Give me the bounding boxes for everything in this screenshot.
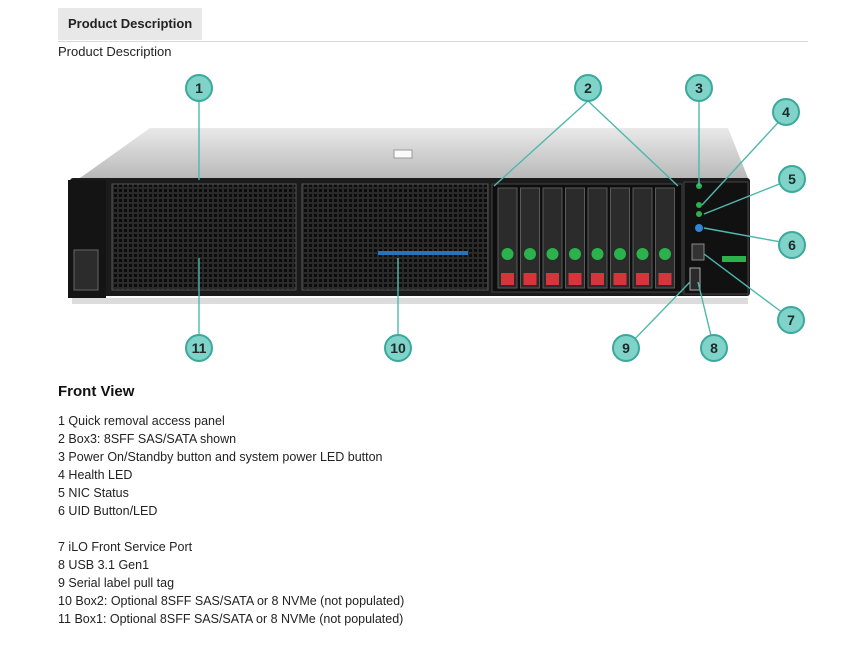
feature-item: 8 USB 3.1 Gen1 xyxy=(58,558,150,572)
section-subtitle: Product Description xyxy=(58,44,172,59)
callout-5: 5 xyxy=(778,165,806,193)
svg-text:8: 8 xyxy=(710,340,718,356)
drive-carrier xyxy=(587,187,608,289)
front-view-feature-list: 1 Quick removal access panel 2 Box3: 8SF… xyxy=(58,412,418,628)
chassis-lid xyxy=(80,128,748,178)
svg-text:2: 2 xyxy=(584,80,592,96)
box2-grill xyxy=(301,183,489,291)
uid-button xyxy=(695,224,703,232)
ilo-service-port xyxy=(691,243,705,261)
callout-4: 4 xyxy=(772,98,800,126)
callout-2: 2 xyxy=(574,74,602,102)
svg-text:7: 7 xyxy=(787,312,795,328)
svg-text:11: 11 xyxy=(192,340,207,356)
nic-status-led xyxy=(696,211,702,217)
callout-6: 6 xyxy=(778,231,806,259)
feature-item: 7 iLO Front Service Port xyxy=(58,540,193,554)
svg-text:3: 3 xyxy=(695,80,703,96)
feature-item: 2 Box3: 8SFF SAS/SATA shown xyxy=(58,432,237,446)
front-view-heading: Front View xyxy=(58,383,135,400)
feature-item: 9 Serial label pull tag xyxy=(58,576,175,590)
callout-1: 1 xyxy=(185,74,213,102)
callout-3: 3 xyxy=(685,74,713,102)
drive-carrier xyxy=(542,187,563,289)
server-front-diagram: 1 2 3 4 5 6 7 8 9 10 11 xyxy=(58,68,818,368)
chassis-base xyxy=(72,298,748,304)
svg-text:4: 4 xyxy=(782,104,790,120)
box1-grill xyxy=(111,183,297,291)
feature-item: 10 Box2: Optional 8SFF SAS/SATA or 8 NVM… xyxy=(58,594,405,608)
usb-port xyxy=(689,267,701,291)
drive-carrier xyxy=(632,187,653,289)
callout-7: 7 xyxy=(777,306,805,334)
tab-bar: Product Description xyxy=(58,8,808,42)
health-led xyxy=(696,202,702,208)
feature-item: 1 Quick removal access panel xyxy=(58,414,225,428)
hpe-logo-bar xyxy=(722,256,746,262)
drive-carrier xyxy=(610,187,630,289)
drive-carrier xyxy=(565,187,585,289)
callout-11: 11 xyxy=(185,334,213,362)
svg-text:9: 9 xyxy=(622,340,630,356)
svg-text:10: 10 xyxy=(390,340,406,356)
lid-latch xyxy=(393,149,413,159)
product-label xyxy=(73,249,99,291)
callout-8: 8 xyxy=(700,334,728,362)
tab-product-description[interactable]: Product Description xyxy=(58,8,203,40)
svg-text:6: 6 xyxy=(788,237,796,253)
feature-item: 4 Health LED xyxy=(58,468,133,482)
drive-carrier xyxy=(497,187,518,289)
box2-blue-stripe xyxy=(378,251,468,255)
svg-text:1: 1 xyxy=(195,80,203,96)
server-illustration: 1 2 3 4 5 6 7 8 9 10 11 xyxy=(68,74,806,362)
drive-slots xyxy=(497,187,675,289)
drive-carrier xyxy=(520,187,540,289)
drive-carrier xyxy=(655,187,675,289)
callout-leaders xyxy=(198,100,793,349)
feature-item: 5 NIC Status xyxy=(58,486,129,500)
svg-text:5: 5 xyxy=(788,171,796,187)
feature-item: 3 Power On/Standby button and system pow… xyxy=(58,450,383,464)
callout-10: 10 xyxy=(384,334,412,362)
callout-9: 9 xyxy=(612,334,640,362)
feature-item: 6 UID Button/LED xyxy=(58,504,158,518)
feature-item: 11 Box1: Optional 8SFF SAS/SATA or 8 NVM… xyxy=(58,612,404,626)
